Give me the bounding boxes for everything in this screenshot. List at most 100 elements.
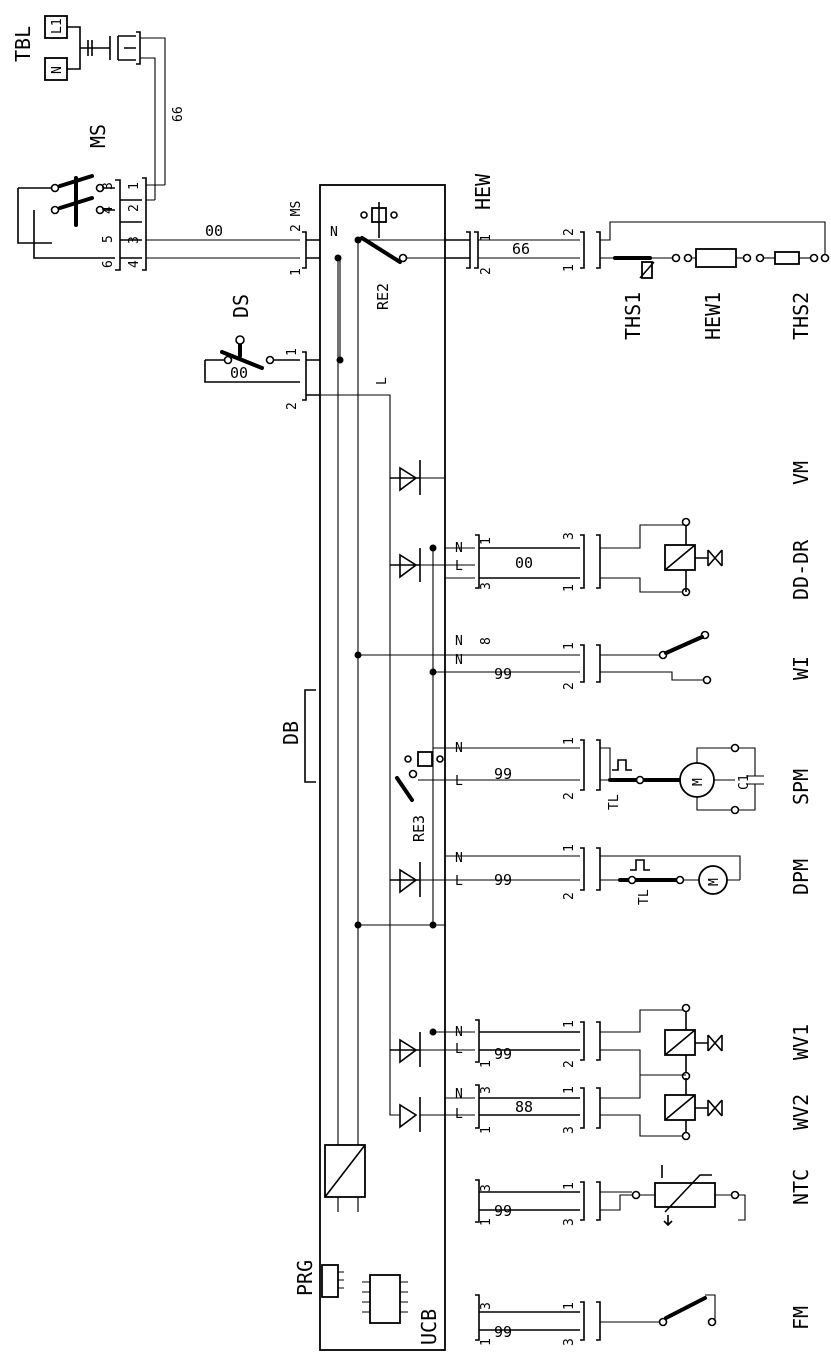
wv2-pin-1b: 1 [562,1086,577,1094]
vm-label: VM [789,461,813,485]
db-section: DB [279,689,316,783]
triac-wv1 [390,1032,445,1067]
wi-indicator: N N 8 66 1 2 WI [445,630,813,690]
fm-wire-code: 66 [494,1322,512,1340]
re3-relay: RE3 [395,751,445,842]
ucb-board-outline [319,184,446,1351]
hew-heating-circuit: HEW 1 2 66 2 1 THS1 HEW1 THS2 [445,173,830,340]
spm-bus-l: L [455,774,463,789]
ms-label: MS [86,124,110,148]
ntc-label: NTC [789,1169,813,1205]
spm-wash-pump: N L 66 1 2 M C1 TL SPM [433,737,813,815]
ms-pin-2: 2 [127,204,142,212]
triac-dd-dr [390,548,445,582]
dpm-pin-2: 2 [562,892,577,900]
ms-pin-3a: 3 [101,182,116,190]
dd-dr-label: DD-DR [789,539,813,600]
spm-c1-label: C1 [737,774,752,790]
hew-pin-1: 1 [479,234,494,242]
prg-connector: PRG [293,1260,344,1298]
dd-dr-pin-3: 3 [479,582,494,590]
fm-pin-1: 1 [479,1338,494,1346]
dd-dr-pin-1: 1 [479,537,494,545]
dd-dr-pin-3b: 3 [562,532,577,540]
wi-pin-1: 1 [562,642,577,650]
wi-wire-code: 66 [494,664,512,682]
dd-dr-pin-1b: 1 [562,584,577,592]
ds-label: DS [229,294,253,318]
wv1-pin-2: 2 [562,1060,577,1068]
ms-pin-4b: 4 [127,260,142,268]
hew-pin-2: 2 [479,267,494,275]
dpm-drain-pump: N L 66 1 2 M TL DPM [445,844,813,905]
wi-label: WI [789,656,813,680]
dd-dr-dispenser: N L 00 1 3 3 1 DD-DR [445,517,813,600]
dpm-wire-code: 66 [494,870,512,888]
ms2-label: 2 MS [289,201,304,232]
re2-label: RE2 [374,283,392,310]
re3-label: RE3 [410,815,428,842]
prg-label: PRG [293,1260,317,1296]
ds-pin-1: 1 [285,348,300,356]
ms-pin-4a: 4 [101,206,116,214]
ms-pin-6: 6 [101,260,116,268]
wv2-bus-n: N [455,1087,463,1102]
spm-pin-1: 1 [562,737,577,745]
ms-main-switch: MS 3 4 5 6 1 2 3 4 00 2 MS 1 [17,124,320,276]
ms2-pin-1: 1 [289,268,304,276]
ms-pin-5: 5 [101,235,116,243]
ucb-internal-wiring: N L [320,225,445,1212]
tbl-label: TBL [11,26,35,62]
fm-flow-meter: 66 3 1 1 3 FM [475,1294,813,1346]
ms-pin-3b: 3 [127,236,142,244]
wv1-water-valve: N L 66 1 1 2 WV1 [445,1003,813,1081]
ms-pin-1: 1 [127,182,142,190]
power-supply-block [324,1144,366,1212]
re2-relay: RE2 [358,202,445,310]
hew-pin-1b: 1 [562,264,577,272]
wv1-label: WV1 [789,1024,813,1060]
hew-label: HEW [471,173,495,210]
triac-dpm [390,862,445,897]
ds-wire-code: 00 [230,364,248,382]
ntc-sensor: 66 3 1 1 3 NTC [475,1165,813,1227]
wv1-pin-1: 1 [479,1060,494,1068]
wv2-water-valve: N L 88 3 1 1 3 WV2 [445,1074,813,1141]
wi-pin-8: 8 [479,637,494,645]
ntc-pin-1: 1 [479,1218,494,1226]
spm-wire-code: 66 [494,764,512,782]
ntc-wire-code: 66 [494,1201,512,1219]
db-label: DB [279,721,303,745]
dpm-label: DPM [789,859,813,895]
tbl-terminal-block: TBL L1 N 66 [11,15,186,200]
triac-wv2 [399,1097,445,1132]
ucb-label: UCB [417,1309,441,1345]
dd-dr-bus-l: L [455,559,463,574]
hew-pin-2b: 2 [562,228,577,236]
tbl-l1-label: L1 [50,18,65,34]
ms-wire-code: 00 [205,222,223,240]
ds-pin-2: 2 [285,402,300,410]
wi-pin-2: 2 [562,682,577,690]
vm-component: VM [789,461,813,485]
hew-wire-code: 66 [512,240,530,258]
spm-motor-m: M [691,778,706,786]
dpm-pin-1: 1 [562,844,577,852]
wv2-pin-1: 1 [479,1126,494,1134]
dpm-bus-n: N [455,851,463,866]
ntc-pin-3b: 3 [562,1218,577,1226]
wv1-pin-1b: 1 [562,1020,577,1028]
fm-label: FM [789,1306,813,1330]
wi-bus-n2: N [455,653,463,668]
ucb-bus-n-label: N [330,225,338,240]
wv1-wire-code: 66 [494,1044,512,1062]
spm-label: SPM [789,769,813,805]
fm-pin-3: 3 [479,1302,494,1310]
ths1-label: THS1 [621,292,645,340]
ntc-pin-1b: 1 [562,1182,577,1190]
dpm-tl-label: TL [637,889,652,905]
dpm-motor-m: M [707,878,722,886]
wv2-pin-3: 3 [479,1086,494,1094]
fm-pin-3b: 3 [562,1338,577,1346]
